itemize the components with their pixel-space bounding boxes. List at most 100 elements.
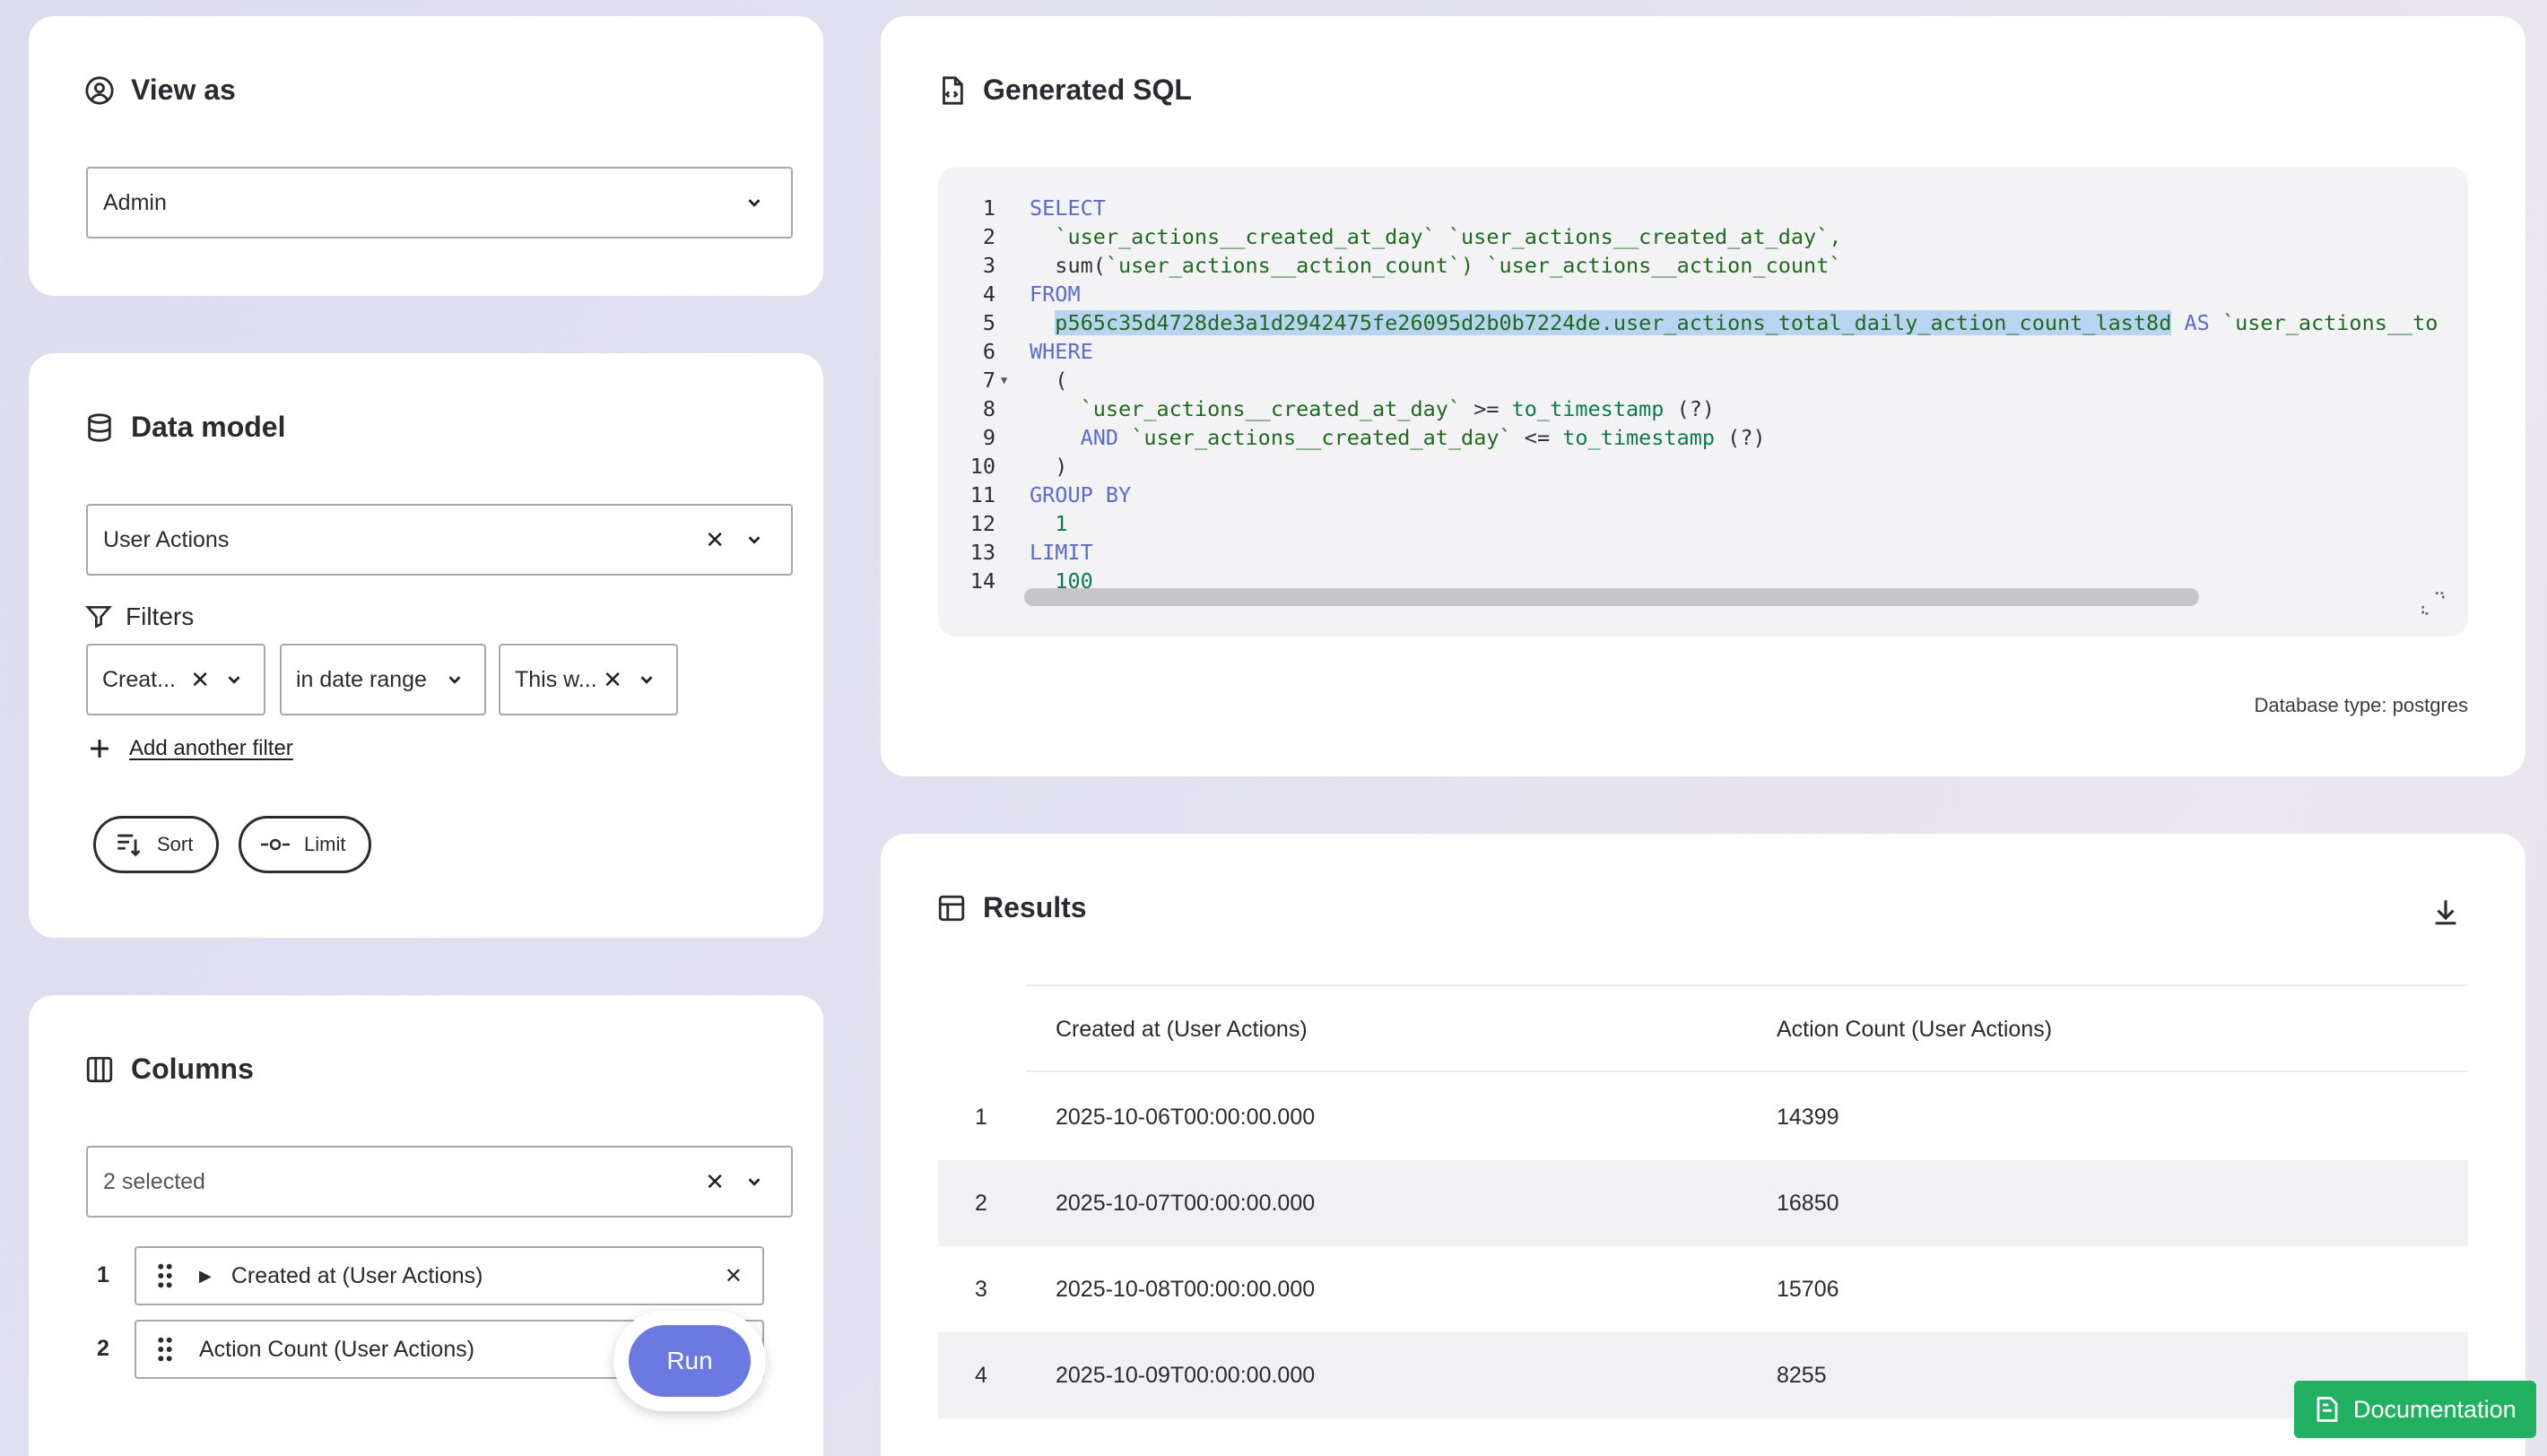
remove-column-icon[interactable]: ✕ bbox=[724, 1263, 743, 1288]
line-number: 11 bbox=[969, 482, 995, 507]
column-header-action-count[interactable]: Action Count (User Actions) bbox=[1777, 1017, 2053, 1042]
sql-fn: to_timestamp bbox=[1511, 396, 1665, 421]
sort-label: Sort bbox=[157, 833, 194, 855]
run-button[interactable]: Run bbox=[629, 1325, 751, 1397]
clear-icon[interactable]: ✕ bbox=[190, 665, 210, 693]
data-model-title-text: Data model bbox=[131, 411, 286, 443]
clear-icon[interactable]: ✕ bbox=[705, 525, 725, 553]
column-item-number: 2 bbox=[97, 1336, 109, 1361]
drag-handle-icon[interactable] bbox=[156, 1336, 174, 1363]
row-index: 1 bbox=[975, 1104, 987, 1130]
sql-line-1: SELECT bbox=[1030, 195, 1106, 221]
view-as-title: View as bbox=[84, 74, 236, 107]
view-as-title-text: View as bbox=[131, 74, 236, 106]
line-number: 7 bbox=[982, 368, 995, 393]
filter-value-select[interactable]: This w... ✕ bbox=[499, 644, 678, 715]
line-number: 5 bbox=[982, 310, 995, 335]
cell-created-at: 2025-10-06T00:00:00.000 bbox=[1056, 1104, 1316, 1130]
sql-ident: `user_actions__created_at_day` bbox=[1030, 396, 1462, 421]
limit-button[interactable]: Limit bbox=[239, 816, 372, 873]
row-index: 4 bbox=[975, 1362, 987, 1388]
columns-select[interactable]: 2 selected ✕ bbox=[86, 1146, 793, 1218]
line-number: 13 bbox=[969, 540, 995, 565]
column-item-label: Action Count (User Actions) bbox=[199, 1336, 475, 1362]
sql-line-11: GROUP BY bbox=[1030, 482, 1132, 507]
generated-sql-title-text: Generated SQL bbox=[983, 74, 1192, 106]
documentation-label: Documentation bbox=[2353, 1395, 2517, 1423]
results-title-text: Results bbox=[983, 891, 1087, 923]
cell-created-at: 2025-10-08T00:00:00.000 bbox=[1056, 1276, 1316, 1302]
download-icon[interactable] bbox=[2430, 897, 2461, 927]
expand-triangle-icon[interactable]: ▶ bbox=[199, 1266, 212, 1285]
line-number: 3 bbox=[982, 253, 995, 278]
column-header-created-at[interactable]: Created at (User Actions) bbox=[1056, 1017, 1308, 1042]
data-model-title: Data model bbox=[84, 411, 285, 444]
clear-icon[interactable]: ✕ bbox=[603, 665, 622, 693]
sql-selected-table: p565c35d4728de3a1d2942475fe26095d2b0b722… bbox=[1055, 310, 2172, 335]
column-item-number: 1 bbox=[97, 1262, 109, 1287]
line-number: 10 bbox=[969, 454, 995, 479]
clear-icon[interactable]: ✕ bbox=[705, 1167, 725, 1195]
filter-icon bbox=[85, 606, 112, 628]
results-header-row: Created at (User Actions) Action Count (… bbox=[1026, 984, 2468, 1072]
add-filter-link[interactable]: Add another filter bbox=[86, 735, 293, 762]
limit-icon bbox=[261, 838, 290, 851]
resize-handle-icon[interactable] bbox=[2418, 588, 2448, 619]
sql-op: <= bbox=[1511, 425, 1563, 450]
line-number: 8 bbox=[982, 396, 995, 421]
documentation-button[interactable]: Documentation bbox=[2294, 1381, 2536, 1438]
sql-line-13: LIMIT bbox=[1030, 540, 1093, 565]
sort-button[interactable]: Sort bbox=[93, 816, 220, 873]
chevron-down-icon bbox=[748, 199, 761, 207]
data-model-select[interactable]: User Actions ✕ bbox=[86, 504, 793, 576]
column-item-created-at[interactable]: ▶ Created at (User Actions) ✕ bbox=[135, 1246, 764, 1305]
table-row: 1 2025-10-06T00:00:00.000 14399 bbox=[938, 1074, 2468, 1160]
sql-line-9: AND `user_actions__created_at_day` <= to… bbox=[1030, 425, 1766, 450]
sql-kw-as: AS bbox=[2171, 310, 2222, 335]
columns-title-text: Columns bbox=[131, 1053, 254, 1085]
line-number: 4 bbox=[982, 282, 995, 307]
user-circle-icon bbox=[85, 75, 114, 105]
chevron-down-icon bbox=[640, 676, 653, 684]
row-index: 3 bbox=[975, 1276, 987, 1302]
line-number: 14 bbox=[969, 568, 995, 594]
generated-sql-title: Generated SQL bbox=[936, 74, 1192, 107]
sql-line-10: ) bbox=[1030, 454, 1068, 479]
fold-toggle-icon[interactable]: ▼ bbox=[1001, 374, 1008, 386]
sql-alias: `user_actions__to bbox=[2221, 310, 2438, 335]
sql-ident: `user_actions__action_count` bbox=[1105, 253, 1462, 278]
sql-op: >= bbox=[1461, 396, 1512, 421]
sql-alias: ) `user_actions__action_count` bbox=[1461, 253, 1842, 278]
limit-label: Limit bbox=[304, 833, 346, 855]
table-row: 2 2025-10-07T00:00:00.000 16850 bbox=[938, 1160, 2468, 1246]
cell-created-at: 2025-10-09T00:00:00.000 bbox=[1056, 1362, 1316, 1388]
table-row: 4 2025-10-09T00:00:00.000 8255 bbox=[938, 1332, 2468, 1418]
filter-value-value: This w... bbox=[515, 666, 597, 692]
filter-operator-select[interactable]: in date range bbox=[280, 644, 486, 715]
sql-line-6: WHERE bbox=[1030, 339, 1093, 364]
filters-label: Filters bbox=[126, 602, 195, 630]
cell-created-at: 2025-10-07T00:00:00.000 bbox=[1056, 1190, 1316, 1216]
results-title: Results bbox=[936, 891, 1087, 924]
line-number: 6 bbox=[982, 339, 995, 364]
filters-header: Filters bbox=[84, 602, 194, 631]
drag-handle-icon[interactable] bbox=[156, 1262, 174, 1289]
filter-field-select[interactable]: Creat... ✕ bbox=[86, 644, 265, 715]
table-icon bbox=[938, 895, 965, 921]
sql-line-12: 1 bbox=[1030, 511, 1068, 536]
sql-kw-and: AND bbox=[1030, 425, 1119, 450]
table-row: 3 2025-10-08T00:00:00.000 15706 bbox=[938, 1246, 2468, 1332]
database-icon bbox=[88, 412, 111, 442]
cell-action-count: 15706 bbox=[1777, 1276, 1839, 1302]
document-icon bbox=[2317, 1397, 2338, 1422]
filter-field-value: Creat... bbox=[102, 666, 176, 692]
horizontal-scrollbar[interactable] bbox=[1024, 588, 2199, 606]
columns-title: Columns bbox=[84, 1053, 254, 1086]
add-filter-label: Add another filter bbox=[129, 736, 293, 760]
line-number: 1 bbox=[982, 195, 995, 221]
sql-line-4: FROM bbox=[1030, 282, 1081, 307]
view-as-select[interactable]: Admin bbox=[86, 167, 793, 238]
sql-file-icon bbox=[943, 75, 963, 105]
columns-selected-value: 2 selected bbox=[103, 1168, 205, 1194]
